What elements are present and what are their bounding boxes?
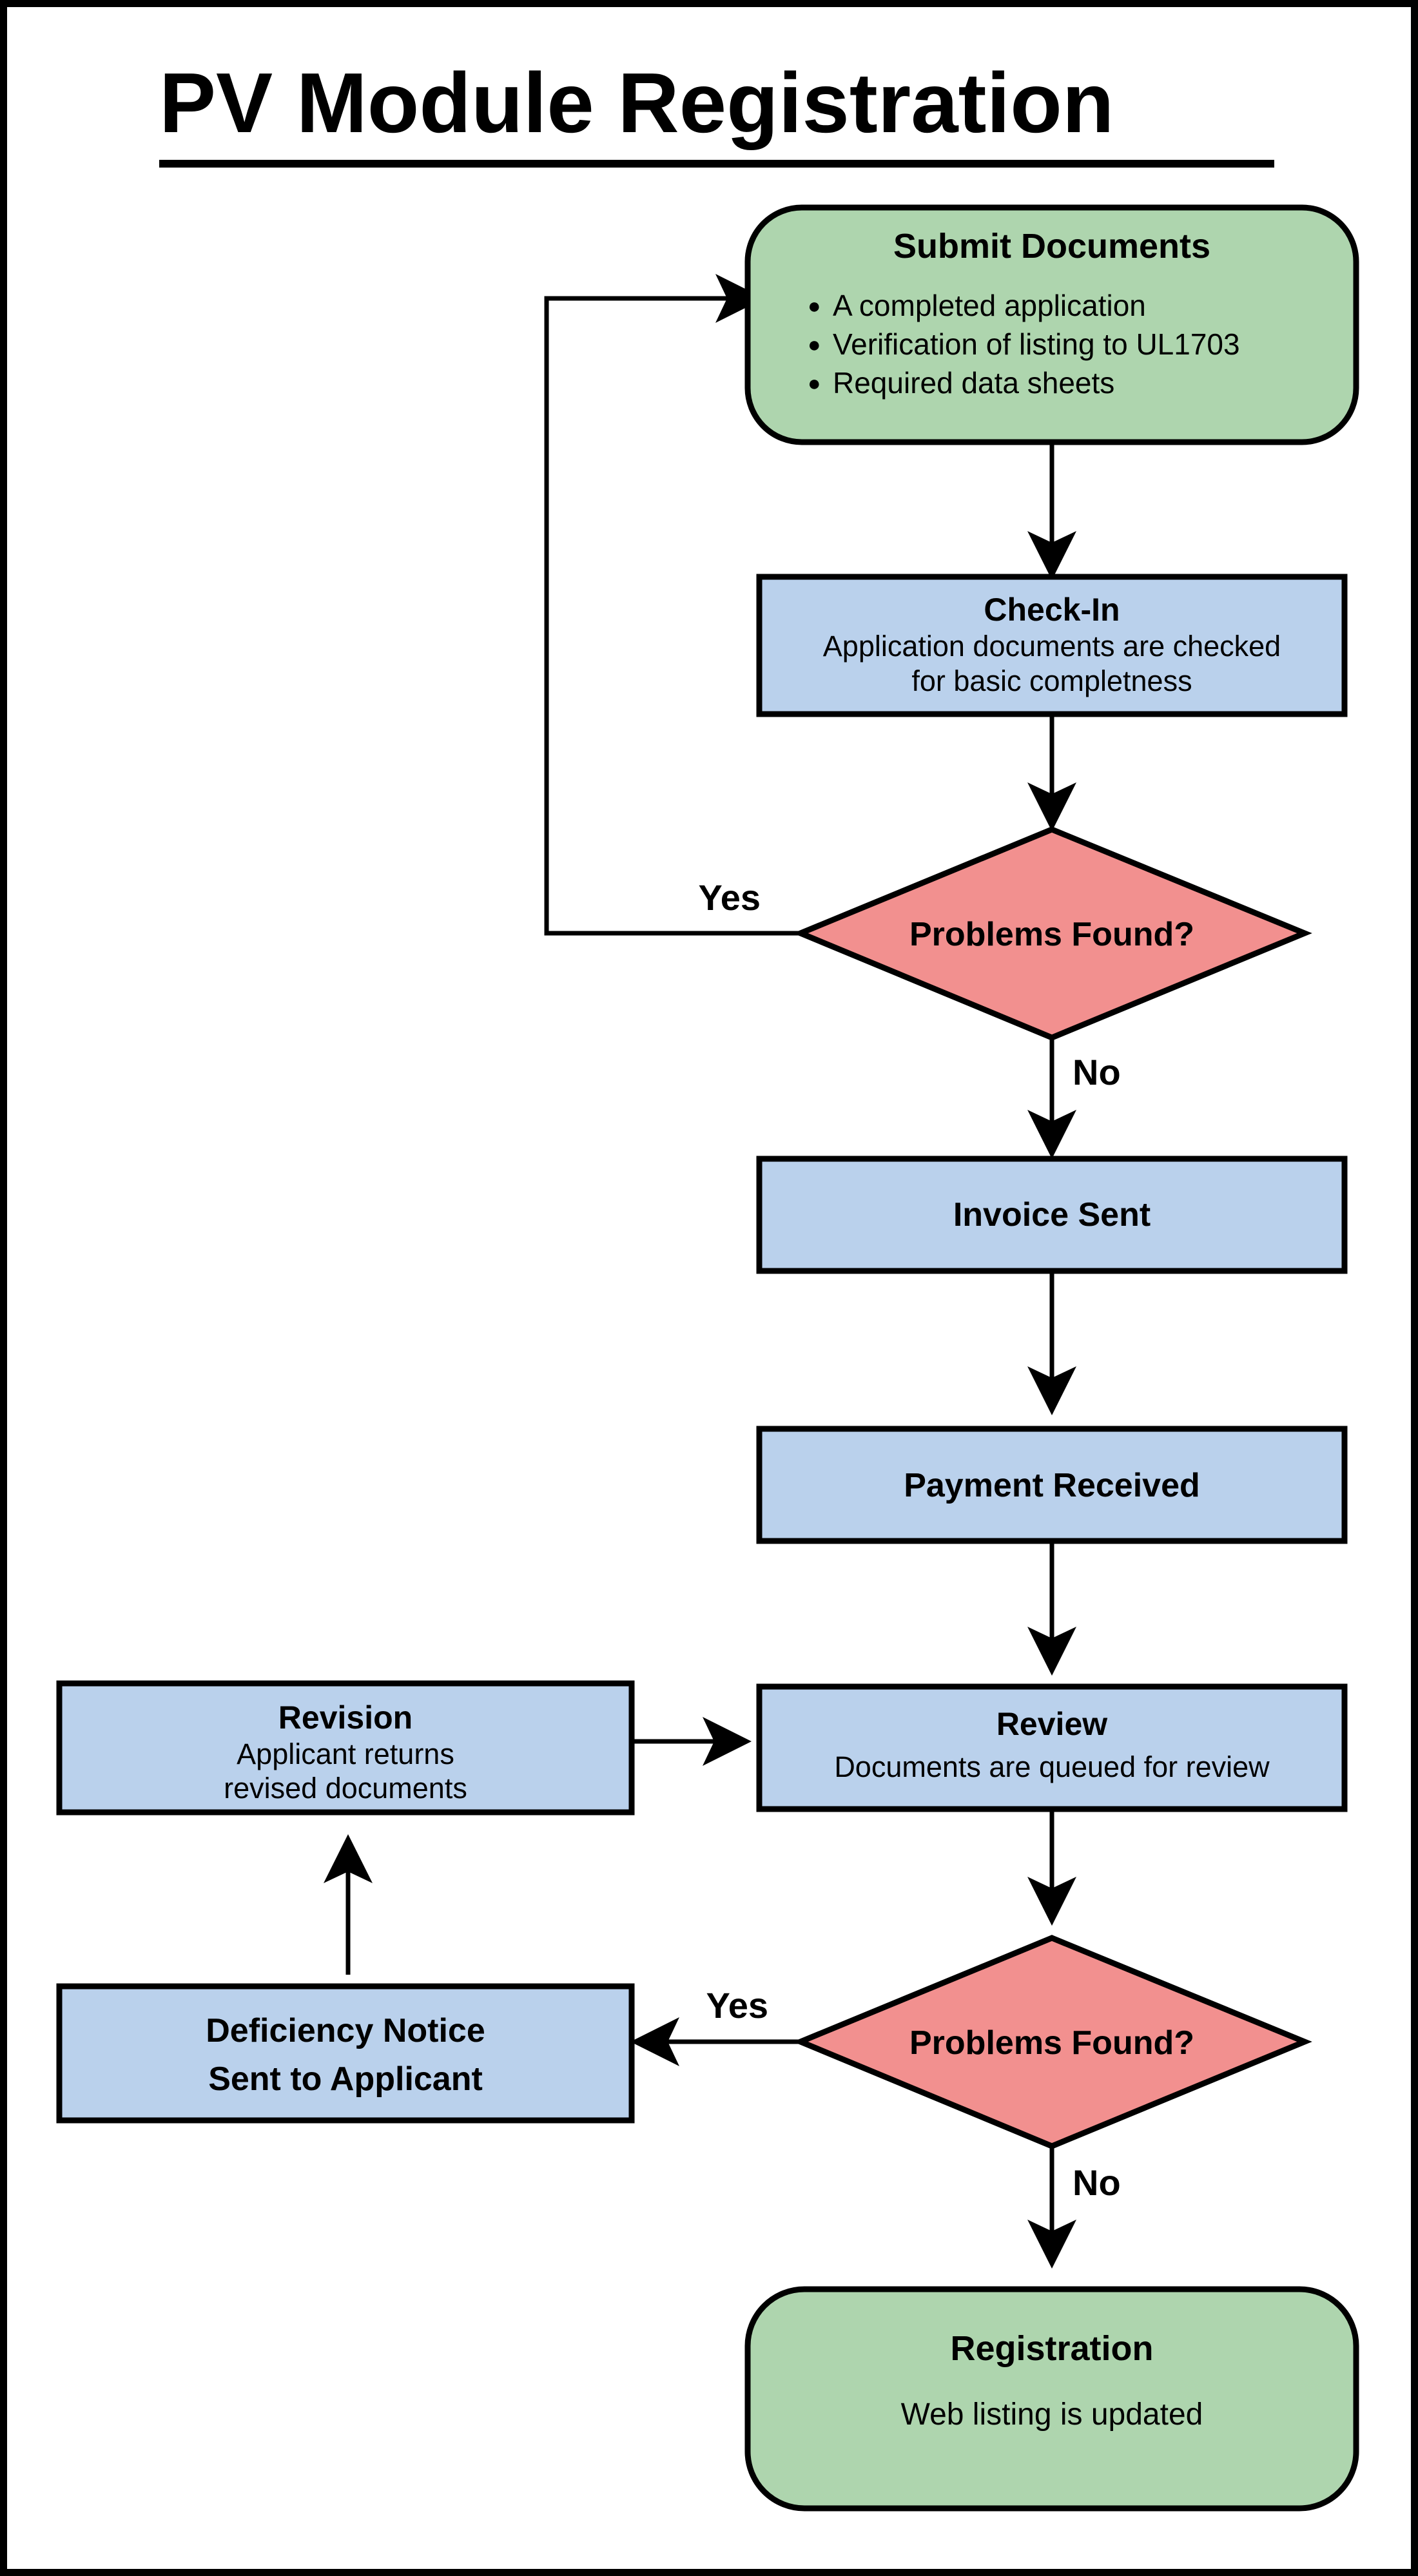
invoice-sent-label: Invoice Sent <box>953 1196 1151 1234</box>
check-in-line-1: Application documents are checked <box>823 630 1281 663</box>
deficiency-notice-line-1: Deficiency Notice <box>206 2012 485 2049</box>
node-submit-documents[interactable]: Submit Documents ● A completed applicati… <box>744 204 1359 445</box>
edge-decision2-yes-to-deficiency <box>630 2017 804 2066</box>
edge-invoice-to-payment <box>1027 1270 1076 1415</box>
edge-label-yes-bottom: Yes <box>706 1985 768 2026</box>
edge-decision2-no-to-registration <box>1027 2146 1076 2269</box>
node-check-in[interactable]: Check-In Application documents are check… <box>756 574 1348 717</box>
node-deficiency-notice[interactable]: Deficiency Notice Sent to Applicant <box>56 1983 635 2124</box>
page-title: PV Module Registration <box>159 55 1114 150</box>
registration-title: Registration <box>950 2329 1153 2368</box>
submit-documents-bullet-1-glyph: ● <box>808 294 821 318</box>
deficiency-notice-line-2: Sent to Applicant <box>208 2060 483 2098</box>
revision-line-1: Applicant returns <box>237 1738 454 1770</box>
node-review[interactable]: Review Documents are queued for review <box>756 1683 1348 1812</box>
revision-title: Revision <box>278 1700 413 1736</box>
invoice-sent-shape[interactable] <box>756 1156 1348 1274</box>
node-registration[interactable]: Registration Web listing is updated <box>744 2286 1359 2512</box>
edge-label-no-top: No <box>1073 1052 1121 1092</box>
revision-line-2: revised documents <box>224 1772 467 1805</box>
submit-documents-title: Submit Documents <box>893 227 1210 266</box>
submit-documents-bullet-2-glyph: ● <box>808 333 821 357</box>
title-underline <box>159 160 1274 168</box>
submit-documents-bullet-3-glyph: ● <box>808 371 821 396</box>
node-revision[interactable]: Revision Applicant returns revised docum… <box>56 1680 635 1816</box>
node-decision-problems-found-1[interactable]: Problems Found? <box>793 826 1312 1041</box>
submit-documents-shape[interactable] <box>744 204 1359 445</box>
edge-checkin-to-decision1 <box>1027 714 1076 831</box>
review-line-1: Documents are queued for review <box>834 1750 1270 1783</box>
edge-deficiency-to-revision <box>324 1834 373 1975</box>
submit-documents-bullet-1: A completed application <box>833 289 1146 322</box>
check-in-title: Check-In <box>984 592 1120 628</box>
node-decision-problems-found-2[interactable]: Problems Found? <box>793 1935 1312 2149</box>
edge-review-to-decision2 <box>1027 1808 1076 1926</box>
edge-label-yes-top: Yes <box>698 877 761 918</box>
registration-shape[interactable] <box>744 2286 1359 2512</box>
edge-submit-to-checkin <box>1027 442 1076 580</box>
decision-2-label: Problems Found? <box>909 2024 1194 2062</box>
registration-line-1: Web listing is updated <box>901 2397 1203 2432</box>
edge-label-no-bottom: No <box>1073 2162 1121 2203</box>
payment-received-label: Payment Received <box>904 1467 1200 1504</box>
revision-shape[interactable] <box>56 1680 635 1816</box>
payment-received-shape[interactable] <box>756 1426 1348 1544</box>
review-title: Review <box>996 1706 1107 1742</box>
decision-2-shape[interactable] <box>793 1935 1312 2149</box>
decision-1-label: Problems Found? <box>909 916 1194 953</box>
decision-1-shape[interactable] <box>793 826 1312 1041</box>
edge-decision1-no-to-invoice <box>1027 1038 1076 1159</box>
node-payment-received[interactable]: Payment Received <box>756 1426 1348 1544</box>
edge-payment-to-review <box>1027 1542 1076 1676</box>
check-in-line-2: for basic completness <box>911 664 1192 697</box>
check-in-shape[interactable] <box>756 574 1348 717</box>
node-invoice-sent[interactable]: Invoice Sent <box>756 1156 1348 1274</box>
edge-revision-to-review <box>630 1717 752 1766</box>
submit-documents-bullet-3: Required data sheets <box>833 366 1114 400</box>
edge-decision1-yes-to-submit <box>544 274 804 936</box>
deficiency-notice-shape[interactable] <box>56 1983 635 2124</box>
review-shape[interactable] <box>756 1683 1348 1812</box>
submit-documents-bullet-2: Verification of listing to UL1703 <box>833 327 1240 361</box>
